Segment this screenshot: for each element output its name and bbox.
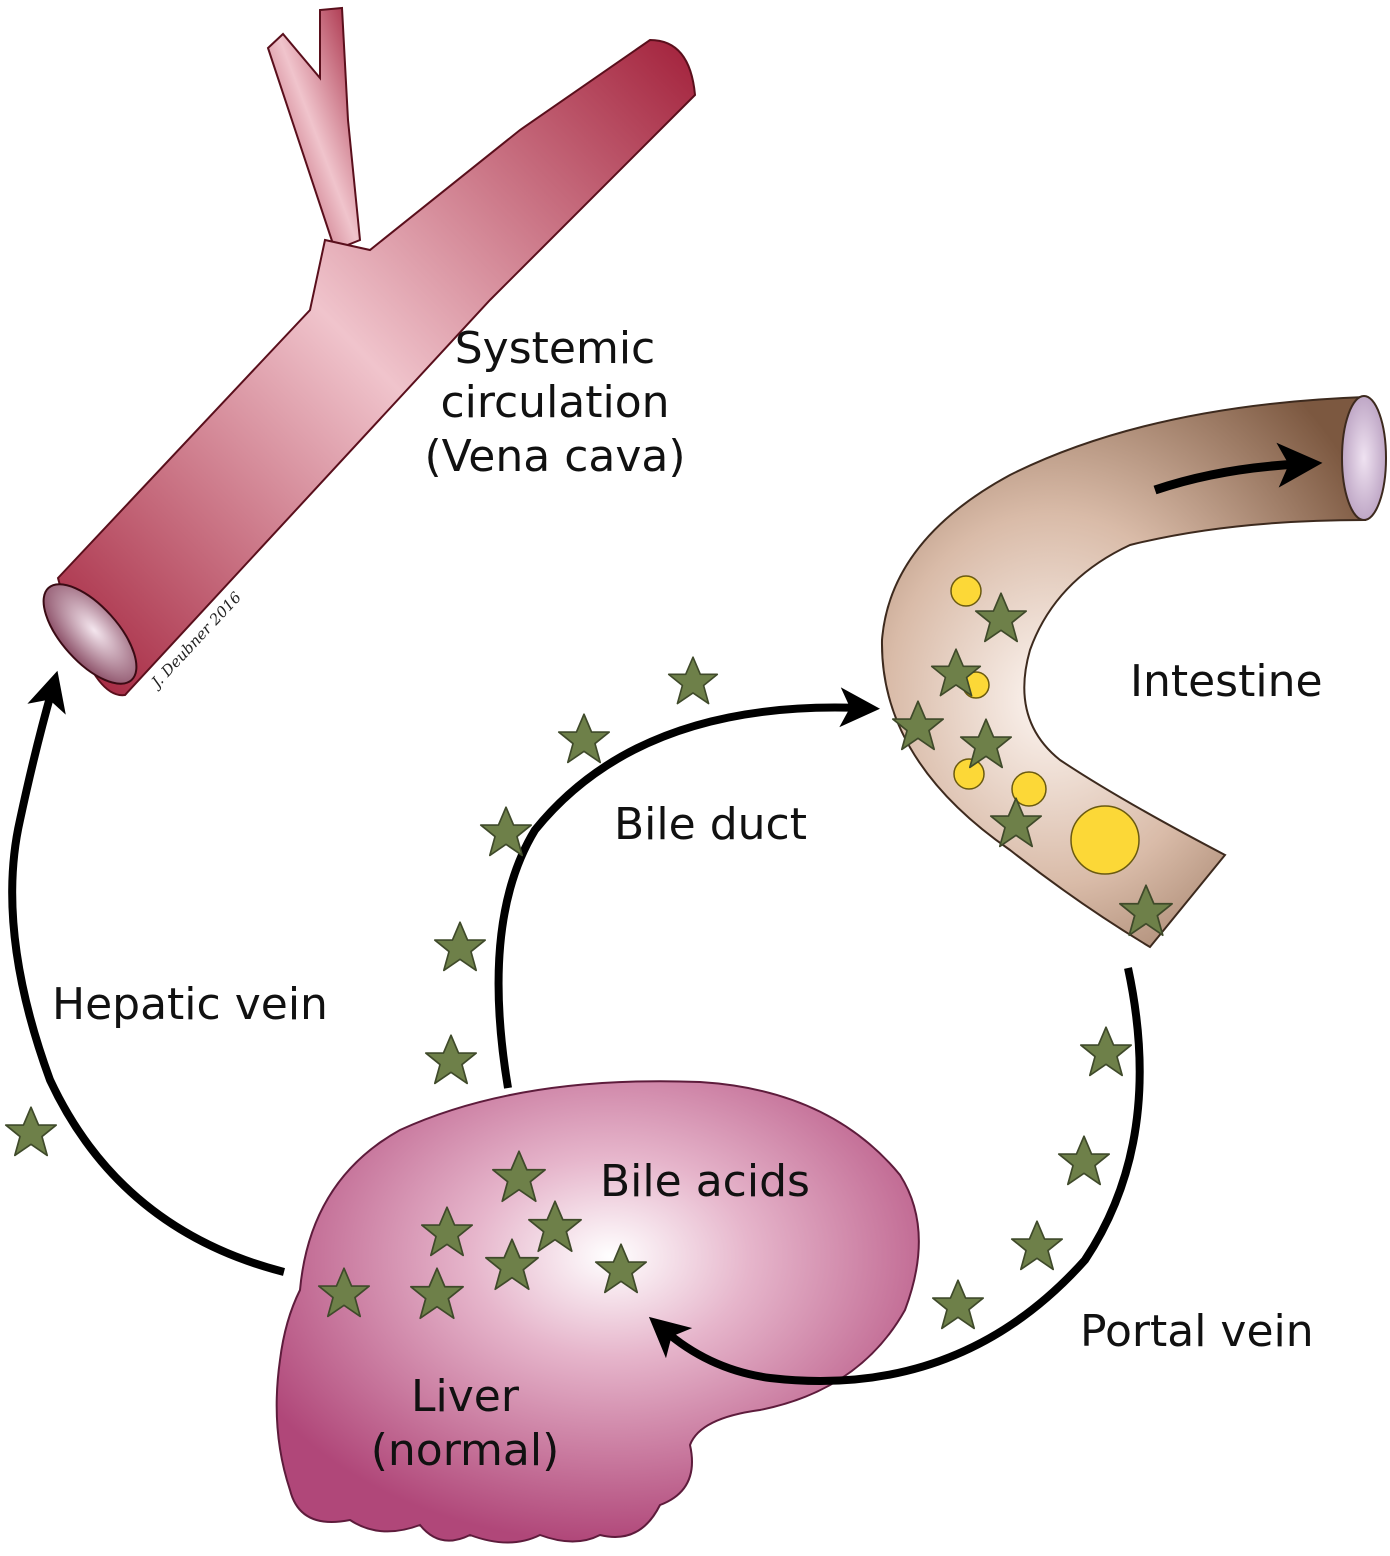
intestine-lumen bbox=[1341, 395, 1387, 521]
star-icon bbox=[1010, 1220, 1064, 1271]
star-icon bbox=[424, 1034, 478, 1085]
star-icon bbox=[1079, 1026, 1133, 1077]
vena-cava bbox=[42, 6, 697, 697]
bile-acids-label: Bile acids bbox=[600, 1156, 810, 1207]
vena-cava-lumen bbox=[42, 583, 138, 685]
star-icon bbox=[433, 921, 487, 972]
systemic-circulation-label: Systemic circulation (Vena cava) bbox=[415, 322, 695, 484]
star-icon bbox=[557, 713, 611, 764]
star-icon bbox=[931, 1279, 985, 1330]
intestine-tube bbox=[880, 395, 1366, 949]
star-icon bbox=[667, 656, 719, 705]
yellow-particle bbox=[950, 575, 982, 607]
liver-line-2: (normal) bbox=[370, 1425, 560, 1476]
systemic-line-3: (Vena cava) bbox=[424, 431, 686, 482]
star-icon bbox=[1057, 1135, 1111, 1186]
hepatic-vein-arrow bbox=[8, 670, 285, 1276]
hepatic-vein-label: Hepatic vein bbox=[52, 979, 328, 1030]
vena-cava-branch bbox=[266, 6, 362, 252]
yellow-particles bbox=[950, 575, 1140, 875]
portal-vein-label: Portal vein bbox=[1080, 1306, 1314, 1357]
bile-duct-arrow bbox=[494, 687, 880, 1089]
yellow-particle bbox=[1070, 805, 1140, 875]
intestine-label: Intestine bbox=[1130, 656, 1323, 707]
star-icon bbox=[4, 1106, 58, 1157]
liver bbox=[275, 1080, 920, 1544]
systemic-line-1: Systemic bbox=[454, 323, 656, 374]
intestine-flow-arrow bbox=[1153, 442, 1323, 495]
portal-vein-arrow bbox=[648, 967, 1144, 1385]
liver-label: Liver (normal) bbox=[340, 1370, 590, 1478]
liver-line-1: Liver bbox=[411, 1371, 519, 1422]
circulation-arrows bbox=[8, 670, 1144, 1385]
systemic-line-2: circulation bbox=[440, 377, 670, 428]
yellow-particle bbox=[953, 758, 985, 790]
yellow-particle bbox=[1011, 771, 1047, 807]
intestine bbox=[880, 395, 1387, 949]
bile-duct-label: Bile duct bbox=[614, 799, 807, 850]
